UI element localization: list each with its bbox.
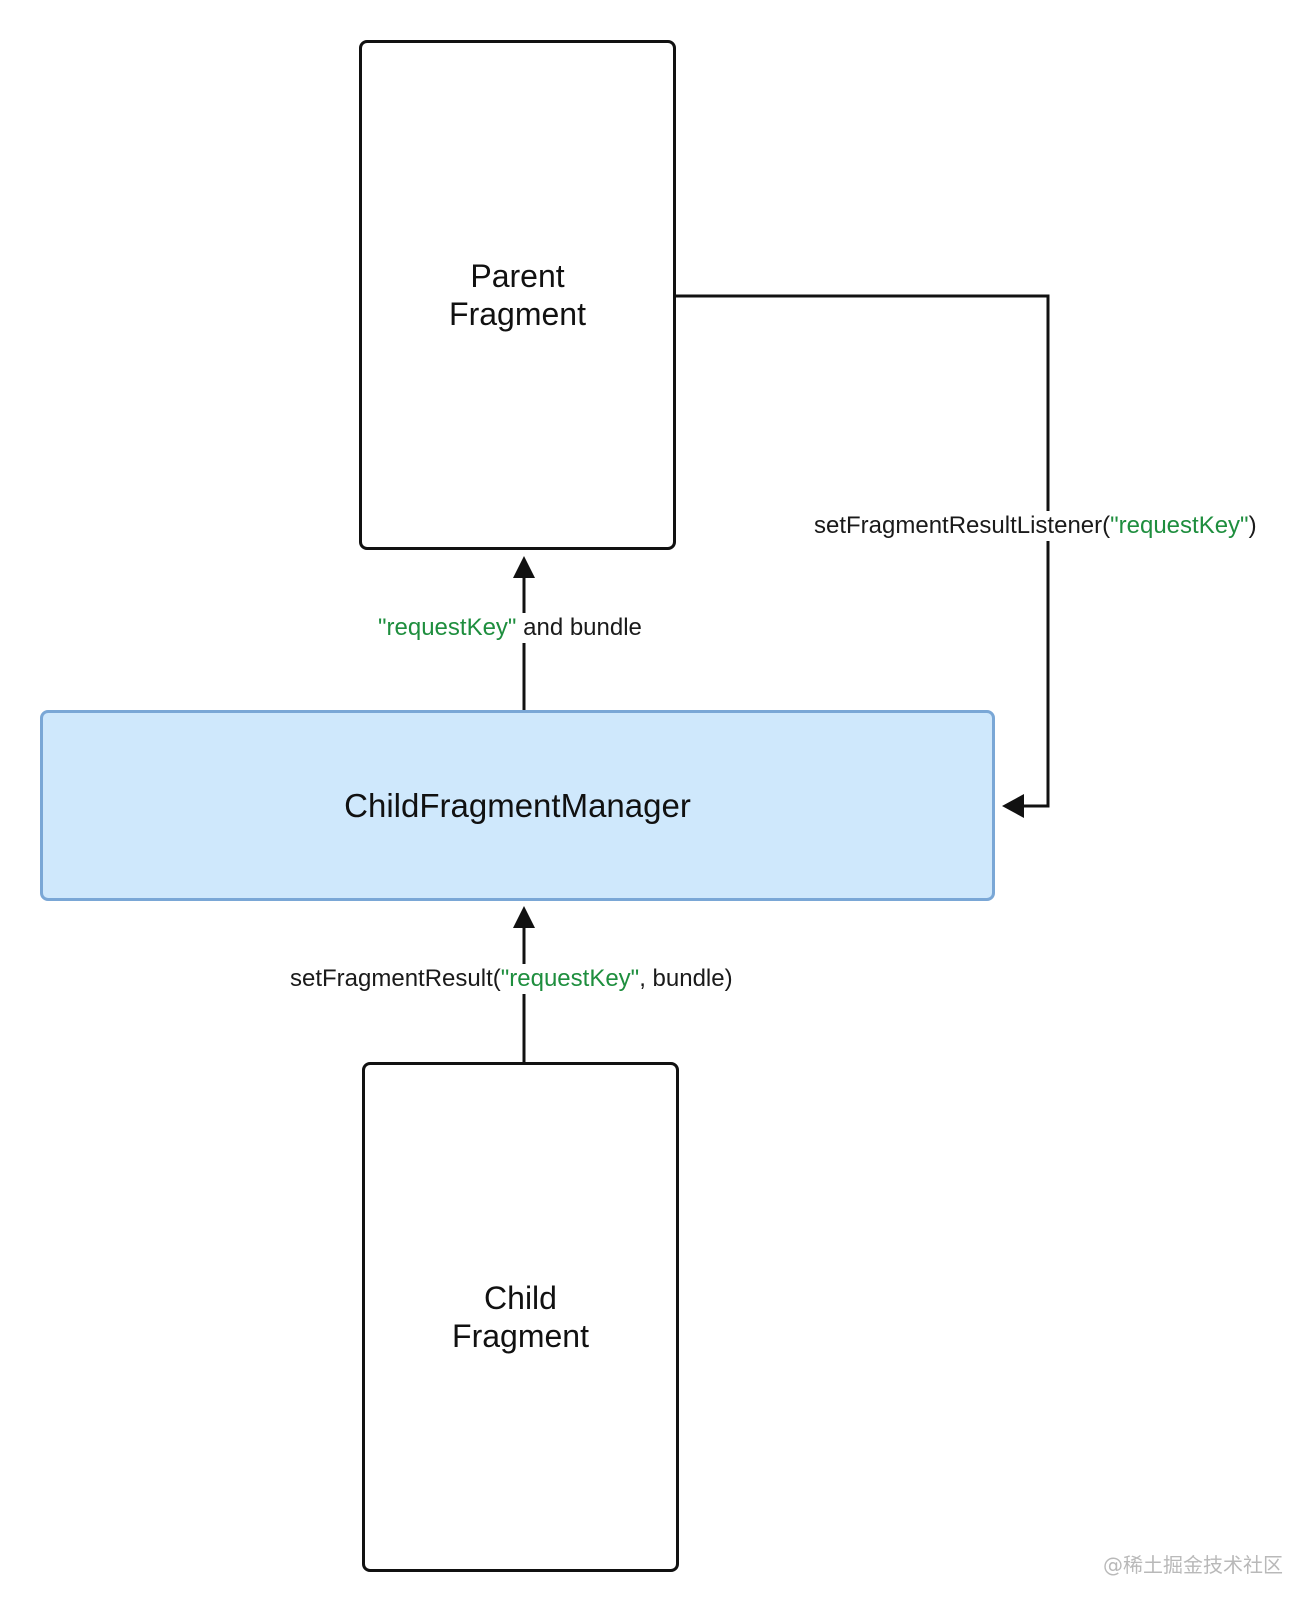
deliver-suffix: and bundle: [516, 614, 642, 641]
parent-fragment-line2: Fragment: [449, 296, 586, 332]
parent-fragment-title: Parent Fragment: [449, 257, 586, 333]
set-result-key: "requestKey": [500, 965, 640, 992]
listener-suffix: ): [1248, 512, 1257, 539]
child-fragment-node: Child Fragment: [362, 1062, 679, 1572]
child-fragment-manager-title: ChildFragmentManager: [344, 786, 691, 824]
parent-fragment-line1: Parent: [470, 258, 565, 294]
set-result-prefix: setFragmentResult(: [290, 965, 501, 992]
set-result-arrow-icon: [513, 906, 535, 928]
child-fragment-line1: Child: [484, 1280, 557, 1316]
listener-connector: [676, 294, 1050, 808]
watermark: @稀土掘金技术社区: [1103, 1553, 1283, 1577]
deliver-key: "requestKey": [378, 614, 517, 641]
listener-edge-label: setFragmentResultListener("requestKey"): [814, 511, 1257, 541]
set-result-suffix: , bundle): [639, 965, 733, 992]
deliver-edge-label: "requestKey" and bundle: [378, 613, 642, 643]
listener-arrow-icon: [1002, 794, 1024, 818]
parent-fragment-node: Parent Fragment: [359, 40, 676, 550]
deliver-arrow-icon: [513, 556, 535, 578]
child-fragment-title: Child Fragment: [452, 1279, 589, 1355]
listener-prefix: setFragmentResultListener(: [814, 512, 1111, 539]
listener-key: "requestKey": [1110, 512, 1249, 539]
set-result-edge-label: setFragmentResult("requestKey", bundle): [290, 964, 733, 994]
child-fragment-line2: Fragment: [452, 1318, 589, 1354]
child-fragment-manager-node: ChildFragmentManager: [40, 710, 995, 901]
